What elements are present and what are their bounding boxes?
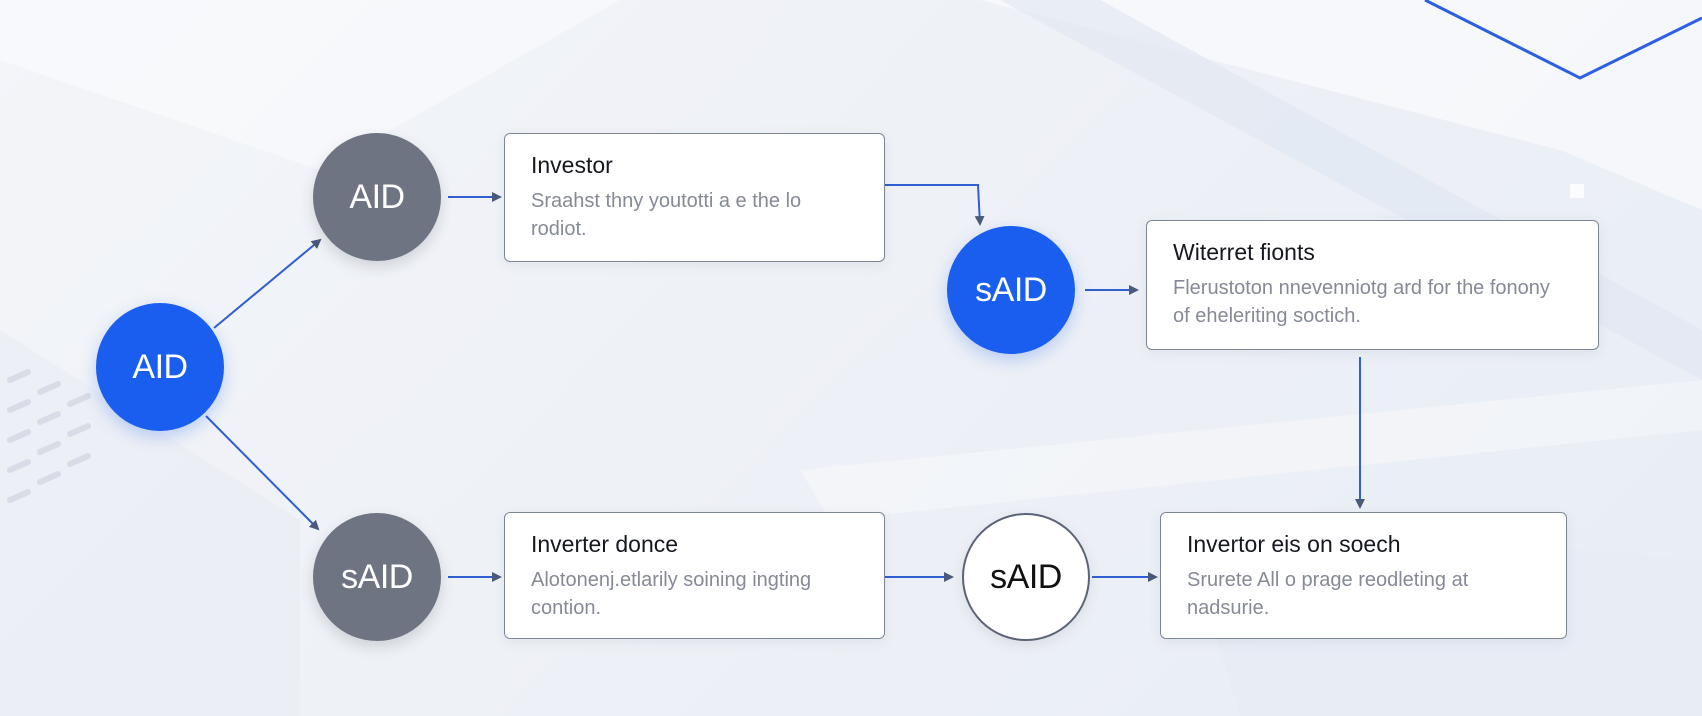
node-aid-root: AID xyxy=(96,303,224,431)
node-aid-top-label: AID xyxy=(349,177,405,216)
card-inverter: Inverter donce Alotonenj.etlarily soinin… xyxy=(504,512,885,639)
card-invertor-desc: Srurete All o prage reodleting at nadsur… xyxy=(1187,569,1469,619)
node-said-center-label: sAID xyxy=(990,557,1062,596)
card-inverter-title: Inverter donce xyxy=(531,531,679,557)
node-said-mid-label: sAID xyxy=(975,270,1047,309)
card-investor-title: Investor xyxy=(531,152,613,178)
node-aid-top: AID xyxy=(313,133,441,261)
node-said-bottom: sAID xyxy=(313,513,441,641)
card-inverter-desc: Alotonenj.etlarily soining ingting conti… xyxy=(531,569,812,619)
edge-root-bottom xyxy=(205,415,320,531)
card-witerret: Witerret fionts Flerustoton nnevenniotg … xyxy=(1146,220,1599,350)
card-invertor: Invertor eis on soech Srurete All o prag… xyxy=(1160,512,1567,639)
card-witerret-desc: Flerustoton nnevenniotg ard for the fono… xyxy=(1173,277,1550,327)
edge-root-top xyxy=(213,238,322,329)
card-witerret-title: Witerret fionts xyxy=(1173,239,1315,265)
node-said-center: sAID xyxy=(962,513,1090,641)
node-said-mid: sAID xyxy=(947,226,1075,354)
node-said-bottom-label: sAID xyxy=(341,557,413,596)
card-investor-desc: Sraahst thny youtotti a e the lo rodiot. xyxy=(531,190,802,240)
card-invertor-title: Invertor eis on soech xyxy=(1187,531,1401,557)
edge-investor-mid xyxy=(885,184,985,226)
card-investor: Investor Sraahst thny youtotti a e the l… xyxy=(504,133,885,262)
node-aid-root-label: AID xyxy=(132,347,188,386)
